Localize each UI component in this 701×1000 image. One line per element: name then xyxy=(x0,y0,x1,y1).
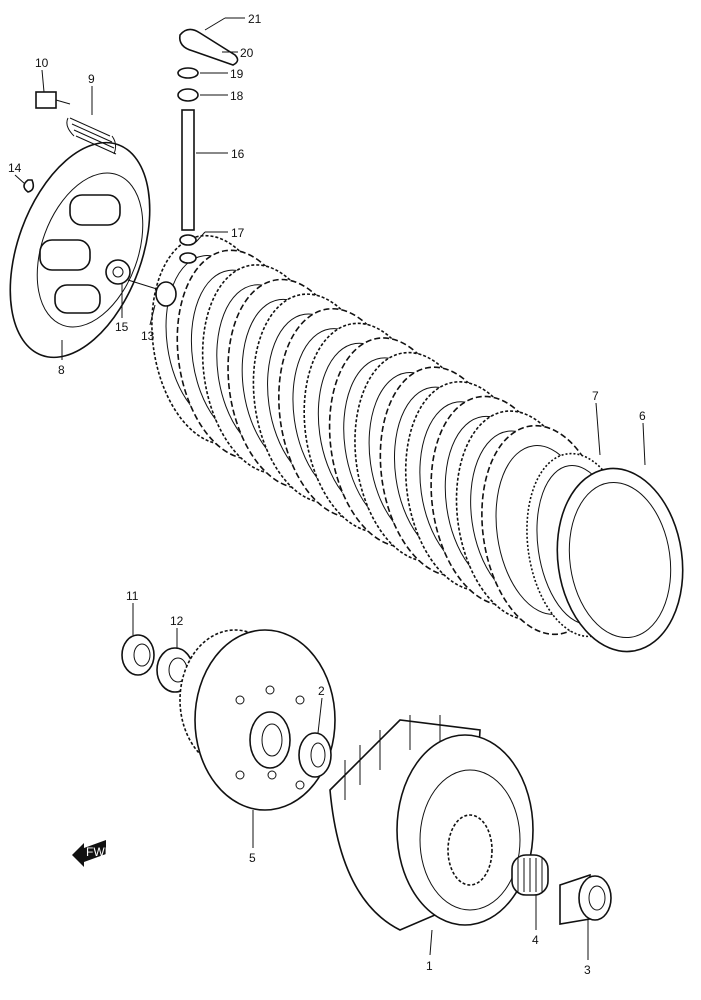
clutch-spring xyxy=(66,117,117,155)
callout-11: 11 xyxy=(126,589,139,603)
primary-driven-gear-housing xyxy=(329,715,534,931)
leader-lines xyxy=(14,17,646,960)
release-shaft xyxy=(177,17,239,264)
callout-4: 4 xyxy=(532,933,539,947)
callout-21: 21 xyxy=(248,12,262,26)
callout-20: 20 xyxy=(240,46,254,60)
callout-5: 5 xyxy=(249,851,256,865)
callout-7: 7 xyxy=(592,389,599,403)
spacer xyxy=(559,873,612,925)
callout-6: 6 xyxy=(639,409,646,423)
circlip xyxy=(23,179,35,193)
callout-18: 18 xyxy=(230,89,244,103)
friction-plate-6 xyxy=(556,467,684,653)
fwd-label: FWD xyxy=(86,845,114,859)
push-rod xyxy=(127,279,177,307)
pressure-plate xyxy=(9,141,151,359)
callout-19: 19 xyxy=(230,67,244,81)
callout-15: 15 xyxy=(115,320,129,334)
callout-1: 1 xyxy=(426,959,433,973)
callout-9: 9 xyxy=(88,72,95,86)
spring-bolt xyxy=(35,91,71,109)
callout-16: 16 xyxy=(231,147,245,161)
clutch-nut xyxy=(121,634,155,676)
callout-8: 8 xyxy=(58,363,65,377)
callout-13: 13 xyxy=(141,329,155,343)
callout-17: 17 xyxy=(231,226,245,240)
forward-direction-marker: FWD xyxy=(72,840,114,867)
callout-3: 3 xyxy=(584,963,591,977)
callout-10: 10 xyxy=(35,56,49,70)
needle-bearing xyxy=(511,854,549,896)
callout-12: 12 xyxy=(170,614,184,628)
thrust-washer xyxy=(298,732,332,778)
callout-2: 2 xyxy=(318,684,325,698)
clutch-sleeve-hub xyxy=(179,629,336,811)
callout-14: 14 xyxy=(8,161,22,175)
